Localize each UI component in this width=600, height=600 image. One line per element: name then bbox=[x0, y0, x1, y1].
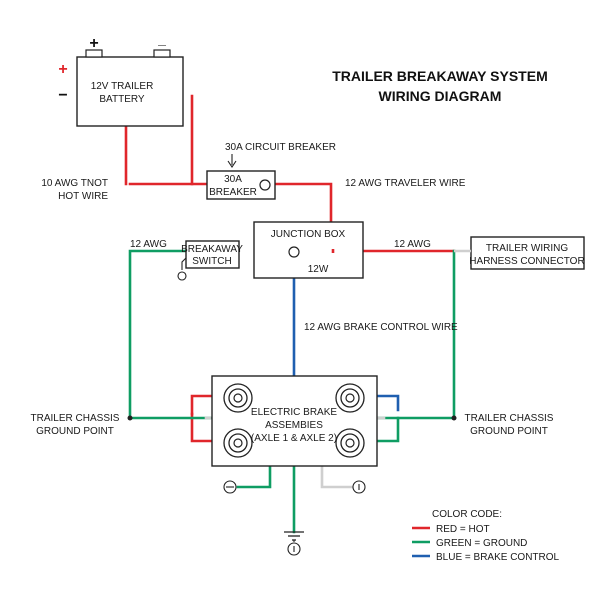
breaker-label-line2: BREAKER bbox=[209, 187, 257, 198]
lower-right-neutral-wire bbox=[320, 464, 354, 489]
hot-wire-label-line2: HOT WIRE bbox=[58, 191, 108, 202]
brake-lower-right-icon bbox=[335, 428, 365, 458]
brake-label-line3: (AXLE 1 & AXLE 2) bbox=[251, 433, 337, 444]
harness-connector-box bbox=[470, 236, 585, 270]
breakaway-switch-label-line1: BREAKAWAY bbox=[181, 244, 243, 255]
legend-item-label: GREEN = GROUND bbox=[436, 538, 527, 549]
right-ground-point-dot bbox=[451, 415, 457, 421]
diagram-title-line2: WIRING DIAGRAM bbox=[379, 88, 502, 104]
brake-label-line2: ASSEMBIES bbox=[265, 420, 323, 431]
left-ground-wire bbox=[128, 249, 214, 420]
battery-label-line2: BATTERY bbox=[99, 94, 145, 105]
right-ground-wire bbox=[375, 249, 456, 420]
harness-label-line2: HARNESS CONNECTOR bbox=[469, 256, 584, 267]
diagram-title-line1: TRAILER BREAKAWAY SYSTEM bbox=[332, 68, 547, 84]
info-terminal-icon-right bbox=[352, 480, 366, 494]
circuit-breaker-callout: 30A CIRCUIT BREAKER bbox=[225, 142, 336, 153]
battery-positive-terminal bbox=[85, 49, 103, 58]
switch-lanyard-line bbox=[181, 257, 187, 270]
battery-box bbox=[76, 56, 184, 127]
battery-label-line1: 12V TRAILER bbox=[91, 81, 154, 92]
harness-awg-label: 12 AWG bbox=[394, 239, 431, 250]
legend-item-label: BLUE = BRAKE CONTROL bbox=[436, 552, 560, 563]
left-ground-point-dot bbox=[127, 415, 133, 421]
junction-box-label: JUNCTION BOX bbox=[271, 229, 346, 240]
brake-control-wire bbox=[242, 256, 296, 398]
junction-terminal-icon bbox=[288, 246, 300, 258]
traveler-wire-label: 12 AWG TRAVELER WIRE bbox=[345, 178, 466, 189]
right-ground-label-line2: GROUND POINT bbox=[470, 426, 548, 437]
brake-lower-left-icon bbox=[223, 428, 253, 458]
brake-label-line1: ELECTRIC BRAKE bbox=[251, 407, 337, 418]
legend: RED = HOT GREEN = GROUND BLUE = BRAKE CONT… bbox=[412, 524, 560, 563]
battery-plus-sign: + bbox=[58, 61, 67, 78]
battery-negative-terminal bbox=[153, 49, 171, 58]
legend-title: COLOR CODE: bbox=[432, 509, 502, 520]
switch-awg-label: 12 AWG bbox=[130, 239, 167, 250]
legend-item-label: RED = HOT bbox=[436, 524, 490, 535]
junction-box bbox=[253, 221, 364, 279]
switch-pin-icon bbox=[177, 271, 187, 281]
brake-control-wire-label: 12 AWG BRAKE CONTROL WIRE bbox=[304, 322, 458, 333]
harness-label-line1: TRAILER WIRING bbox=[486, 243, 568, 254]
battery-minus-sign: − bbox=[58, 87, 67, 104]
breaker-label-line1: 30A bbox=[224, 174, 242, 185]
left-ground-label-line2: GROUND POINT bbox=[36, 426, 114, 437]
breakaway-switch-box bbox=[185, 240, 240, 269]
lower-left-ground-wire bbox=[236, 464, 272, 489]
left-ground-label-line1: TRAILER CHASSIS bbox=[31, 413, 120, 424]
breaker-reset-icon bbox=[259, 179, 271, 191]
brake-upper-right-icon bbox=[335, 383, 365, 413]
battery-terminal-plus-sign: + bbox=[89, 35, 98, 52]
right-ground-label-line1: TRAILER CHASSIS bbox=[465, 413, 554, 424]
minus-terminal-icon bbox=[223, 480, 237, 494]
junction-box-gauge: 12W bbox=[308, 264, 329, 275]
chassis-ground-icon bbox=[284, 531, 304, 556]
breakaway-switch-label-line2: SWITCH bbox=[192, 256, 231, 267]
battery-terminal-minus-sign: _ bbox=[157, 31, 166, 47]
brake-upper-left-icon bbox=[223, 383, 253, 413]
callout-arrow-icon bbox=[227, 160, 237, 168]
hot-wire-label-line1: 10 AWG TNOT bbox=[41, 178, 108, 189]
